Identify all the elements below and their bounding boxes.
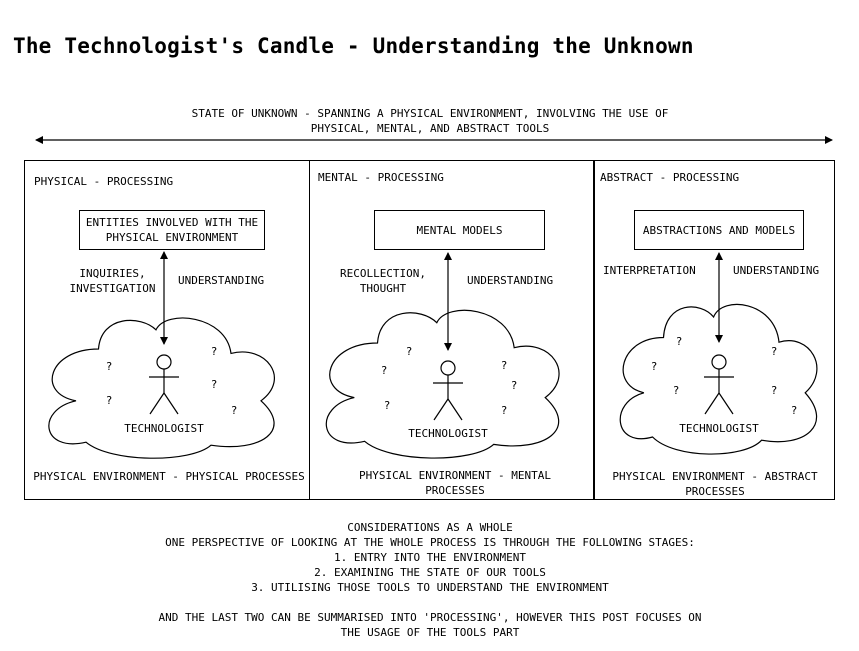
question-mark: ? [673, 384, 680, 397]
footer-mental: PHYSICAL ENVIRONMENT - MENTAL PROCESSES [358, 469, 552, 497]
question-mark: ? [406, 345, 413, 358]
unknown-marks: ????????????????? [106, 335, 798, 417]
question-mark: ? [676, 335, 683, 348]
considerations-line: AND THE LAST TWO CAN BE SUMMARISED INTO … [158, 611, 702, 624]
panel-frame-mental [309, 160, 594, 500]
panel-frame-abstract [594, 160, 835, 500]
label-recollection: RECOLLECTION, THOUGHT [339, 267, 427, 295]
question-mark: ? [211, 345, 218, 358]
question-mark: ? [381, 364, 388, 377]
question-mark: ? [384, 399, 391, 412]
question-mark: ? [231, 404, 238, 417]
scope-caption: STATE OF UNKNOWN - SPANNING A PHYSICAL E… [130, 106, 730, 136]
heading-abstract: ABSTRACT - PROCESSING [600, 171, 740, 184]
heading-mental: MENTAL - PROCESSING [318, 171, 444, 184]
question-mark: ? [771, 345, 778, 358]
considerations-line: ONE PERSPECTIVE OF LOOKING AT THE WHOLE … [165, 536, 695, 549]
technologist-figure-physical [149, 354, 179, 415]
actor-label-physical: TECHNOLOGIST [124, 422, 204, 435]
considerations-line: CONSIDERATIONS AS A WHOLE [347, 521, 513, 534]
understanding-arrows [160, 251, 723, 351]
question-mark: ? [501, 359, 508, 372]
question-mark: ? [511, 379, 518, 392]
scope-line-1: STATE OF UNKNOWN - SPANNING A PHYSICAL E… [191, 107, 669, 120]
scope-line-2: PHYSICAL, MENTAL, AND ABSTRACT TOOLS [310, 122, 550, 135]
considerations-line: 1. ENTRY INTO THE ENVIRONMENT [333, 551, 527, 564]
question-mark: ? [106, 360, 113, 373]
considerations-line: 3. UTILISING THOSE TOOLS TO UNDERSTAND T… [251, 581, 609, 594]
label-understanding-abstract: UNDERSTANDING [733, 264, 820, 277]
actor-label-mental: TECHNOLOGIST [408, 427, 488, 440]
considerations-line [100, 595, 760, 610]
label-understanding-physical: UNDERSTANDING [178, 274, 265, 287]
cloud-physical [48, 317, 275, 459]
actor-label-abstract: TECHNOLOGIST [679, 422, 759, 435]
question-mark: ? [791, 404, 798, 417]
considerations-line: 2. EXAMINING THE STATE OF OUR TOOLS [314, 566, 546, 579]
label-inquiries: INQUIRIES, INVESTIGATION [69, 267, 156, 295]
considerations-block: CONSIDERATIONS AS A WHOLE ONE PERSPECTIV… [100, 520, 760, 640]
considerations-line: THE USAGE OF THE TOOLS PART [340, 626, 520, 639]
box-mental-models: MENTAL MODELS [374, 210, 545, 250]
footer-abstract: PHYSICAL ENVIRONMENT - ABSTRACT PROCESSE… [612, 470, 818, 498]
question-mark: ? [211, 378, 218, 391]
question-mark: ? [771, 384, 778, 397]
box-abstractions-models: ABSTRACTIONS AND MODELS [634, 210, 804, 250]
box-physical-entities: ENTITIES INVOLVED WITH THE PHYSICAL ENVI… [79, 210, 265, 250]
question-mark: ? [106, 394, 113, 407]
footer-physical: PHYSICAL ENVIRONMENT - PHYSICAL PROCESSE… [33, 470, 305, 483]
cloud-mental [325, 309, 560, 459]
technologist-figures [149, 354, 734, 421]
question-mark: ? [501, 404, 508, 417]
heading-physical: PHYSICAL - PROCESSING [34, 175, 174, 188]
question-mark: ? [651, 360, 658, 373]
technologist-figure-mental [433, 360, 463, 421]
label-interpretation: INTERPRETATION [603, 264, 696, 277]
diagram-title: The Technologist's Candle - Understandin… [13, 34, 694, 58]
technologist-figure-abstract [704, 354, 734, 415]
environment-clouds [48, 303, 818, 459]
label-understanding-mental: UNDERSTANDING [467, 274, 554, 287]
